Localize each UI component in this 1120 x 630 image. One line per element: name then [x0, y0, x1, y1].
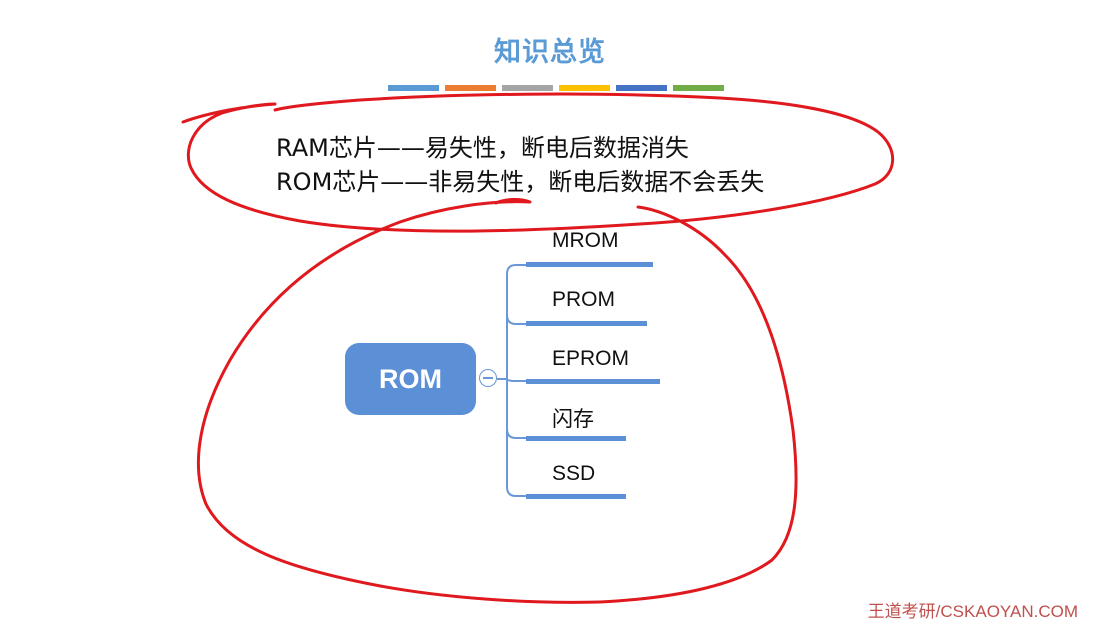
collapse-toggle-icon[interactable] [479, 369, 497, 387]
branch-label-prom[interactable]: PROM [552, 288, 615, 311]
watermark-text: 王道考研/CSKAOYAN.COM [867, 602, 1078, 621]
branch-underline-flash [526, 436, 626, 441]
branch-underline-eprom [526, 379, 660, 384]
color-bar-segment-5 [616, 85, 667, 91]
annotation-circle-rom-tree [197, 198, 798, 604]
branch-underline-ssd [526, 494, 626, 499]
branch-label-ssd[interactable]: SSD [552, 462, 596, 485]
branch-underline-prom [526, 321, 647, 326]
page-title: 知识总览 [494, 37, 606, 68]
title-color-bar [388, 85, 724, 91]
color-bar-segment-6 [673, 85, 724, 91]
branch-label-flash[interactable]: 闪存 [552, 408, 594, 431]
color-bar-segment-1 [388, 85, 439, 91]
color-bar-segment-4 [559, 85, 610, 91]
branch-label-eprom[interactable]: EPROM [552, 347, 630, 370]
color-bar-segment-3 [502, 85, 553, 91]
color-bar-segment-2 [445, 85, 496, 91]
branch-label-mrom[interactable]: MROM [552, 229, 619, 252]
rom-fact-text: ROM芯片——非易失性，断电后数据不会丢失 [276, 168, 765, 196]
branch-underline-mrom [526, 262, 653, 267]
ram-fact-text: RAM芯片——易失性，断电后数据消失 [276, 134, 689, 162]
mindmap-root-node[interactable]: ROM [345, 343, 476, 415]
